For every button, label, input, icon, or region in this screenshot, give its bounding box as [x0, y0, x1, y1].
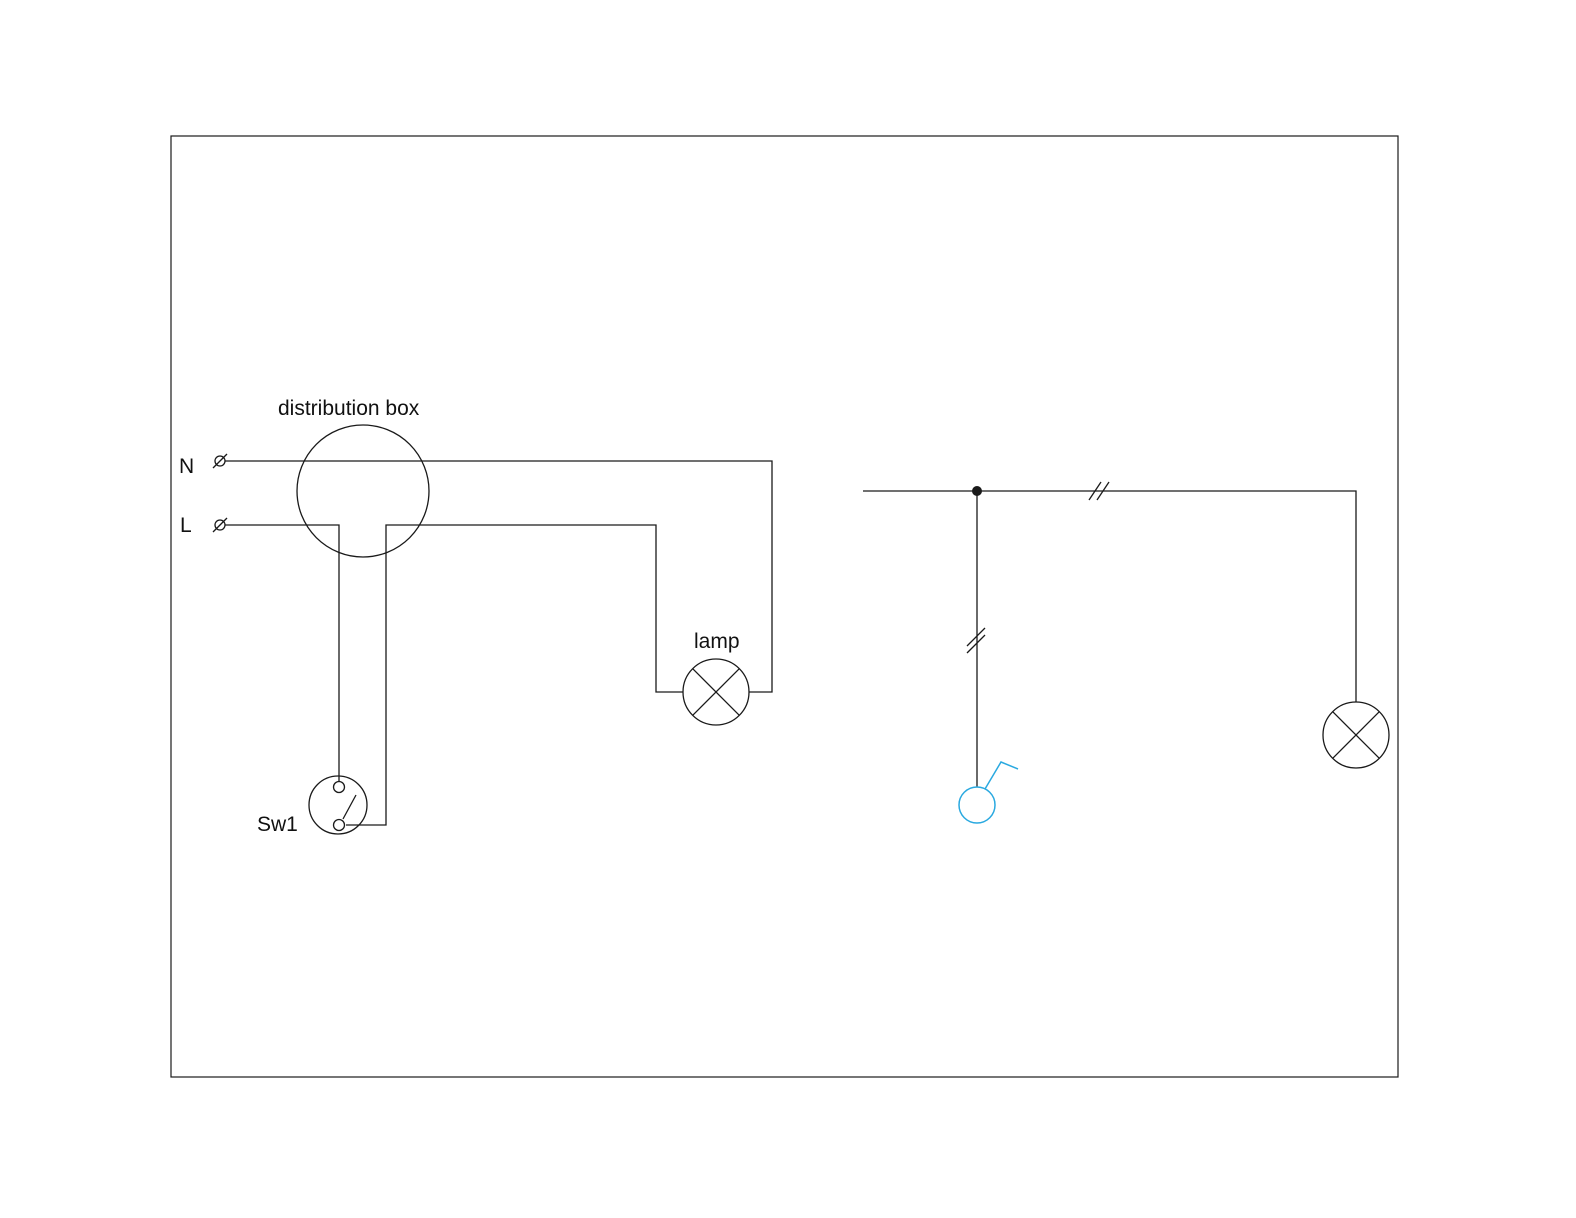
distribution-box-icon — [296, 424, 430, 558]
switch-icon — [308, 775, 368, 835]
drawing-frame — [170, 135, 1399, 1078]
wiring-schematic: distribution box N L lamp — [179, 397, 773, 836]
supply-wire — [863, 490, 1357, 702]
neutral-label: N — [179, 455, 194, 478]
line-label: L — [180, 514, 192, 537]
distribution-box-label: distribution box — [278, 397, 420, 420]
lamp-icon — [682, 658, 750, 726]
neutral-wire — [225, 460, 773, 693]
line-terminal: L — [180, 514, 228, 537]
terminal-icon — [212, 517, 228, 533]
junction-dot-icon — [972, 486, 982, 496]
switch-icon — [958, 761, 1019, 824]
line-to-switch-wire — [225, 524, 340, 781]
switched-line-wire — [346, 524, 683, 826]
lamp: lamp — [682, 630, 750, 726]
installation-plan — [863, 481, 1390, 824]
two-wire-tick-icon — [1088, 481, 1110, 501]
distribution-box: distribution box — [278, 397, 430, 558]
two-wire-tick-icon — [966, 627, 986, 654]
terminal-icon — [212, 453, 228, 469]
switch-sw1: Sw1 — [257, 775, 368, 836]
neutral-terminal: N — [179, 453, 228, 478]
switch-label: Sw1 — [257, 813, 298, 836]
lamp-label: lamp — [694, 630, 740, 653]
lamp-icon — [1322, 701, 1390, 769]
